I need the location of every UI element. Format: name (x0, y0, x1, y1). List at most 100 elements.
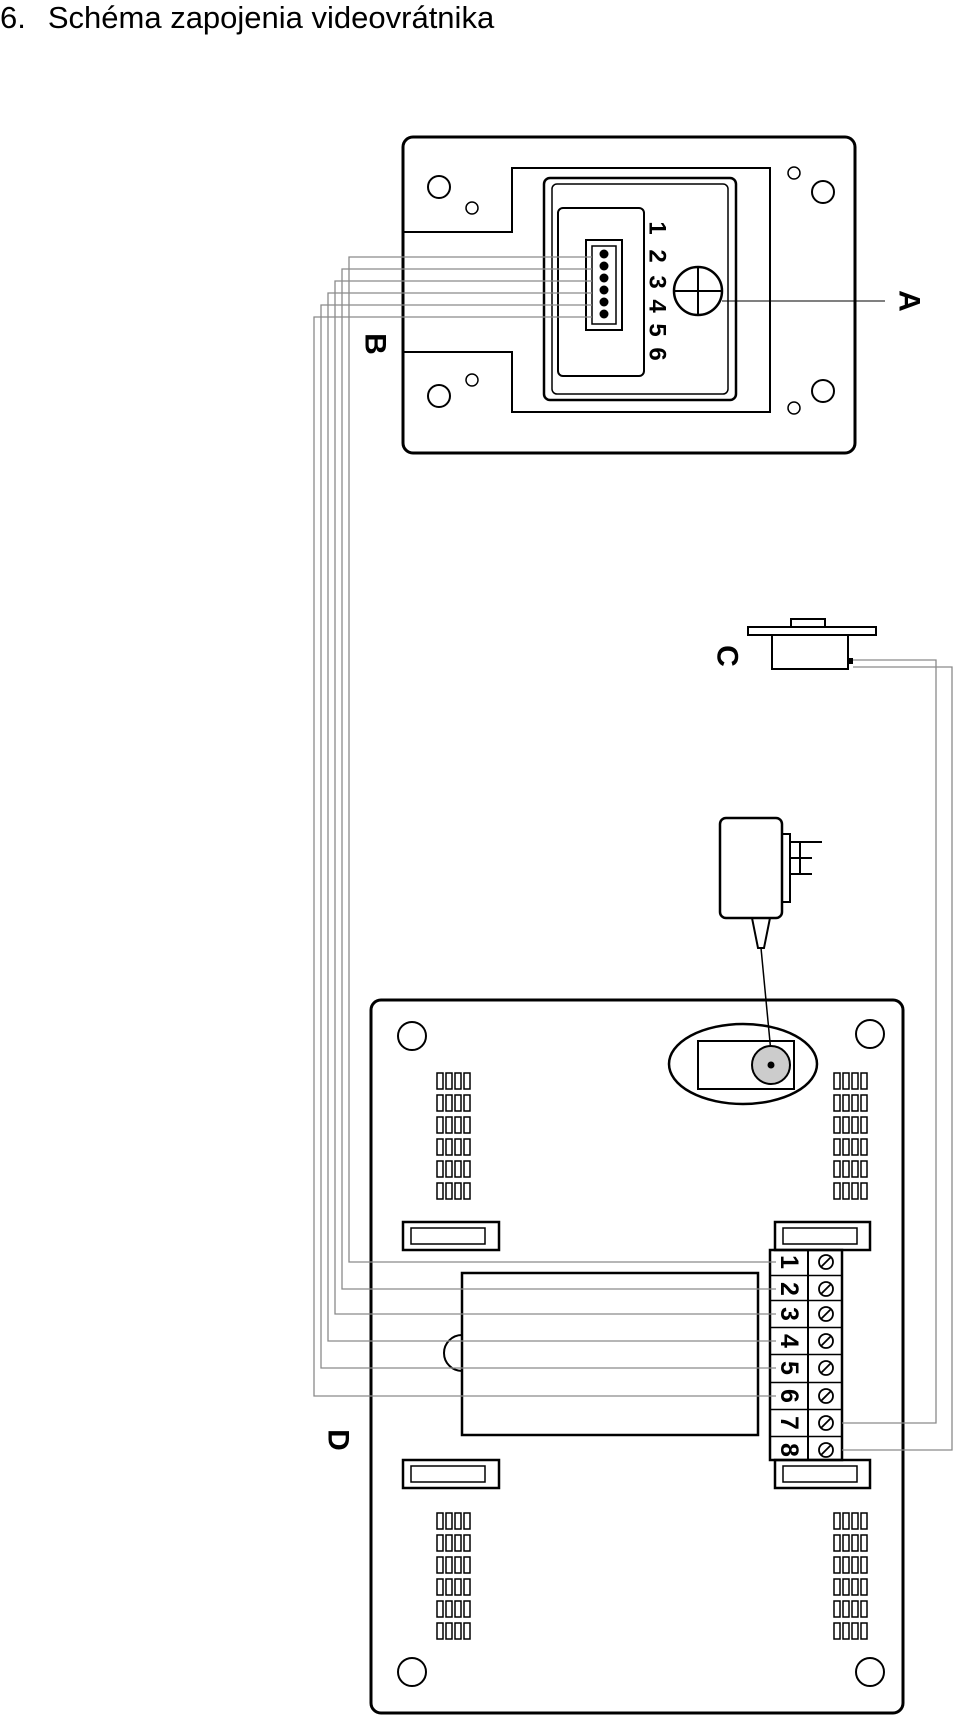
outdoor-unit (401, 135, 885, 455)
wire-lock-b (842, 666, 953, 1451)
grille-slot (833, 1534, 841, 1552)
wire-pin-1 (348, 256, 776, 1263)
grille-slot (860, 1138, 868, 1156)
mounting-slot (401, 1458, 501, 1490)
wiring (313, 256, 953, 1451)
grille-slot (445, 1160, 453, 1178)
grille-slot (842, 1578, 850, 1596)
grille-slot (851, 1600, 859, 1618)
lock-terminal (848, 658, 853, 664)
grille-slot (445, 1094, 453, 1112)
grille-slot (842, 1160, 850, 1178)
terminal-number: 2 (775, 1282, 803, 1296)
grille-slot (842, 1622, 850, 1640)
grille-slot (463, 1072, 471, 1090)
grille-slot (860, 1622, 868, 1640)
terminal-screw (818, 1442, 834, 1458)
grille-slot (463, 1578, 471, 1596)
mounting-slot (401, 1220, 501, 1252)
grille-slot (851, 1138, 859, 1156)
grille-slot (445, 1600, 453, 1618)
grille-slot (842, 1072, 850, 1090)
outdoor-unit-board (557, 207, 645, 377)
terminal-screw (818, 1254, 834, 1270)
lock-body (771, 634, 849, 670)
grille-slot (454, 1094, 462, 1112)
wire-lock-a (842, 659, 937, 1424)
connector-pin-number: 6 (644, 347, 671, 360)
grille-slot (436, 1160, 444, 1178)
grille-slot (436, 1182, 444, 1200)
grille-slot (445, 1138, 453, 1156)
terminal-number: 3 (775, 1307, 803, 1321)
terminal-number: 1 (775, 1255, 803, 1269)
wire-pin-5 (320, 304, 776, 1369)
section-heading: 6.Schéma zapojenia videovrátnika (0, 0, 494, 36)
grille-slot (860, 1534, 868, 1552)
terminal-screw (818, 1333, 834, 1349)
pin-header-pins (599, 249, 609, 319)
grille-slot (860, 1160, 868, 1178)
grille-slot (454, 1578, 462, 1596)
grille-slot (851, 1094, 859, 1112)
adapter-base (781, 833, 791, 903)
power-adapter (718, 816, 822, 1064)
grille-slot (842, 1138, 850, 1156)
grille-slot (833, 1138, 841, 1156)
grille-slot (833, 1556, 841, 1574)
grille-slot (842, 1600, 850, 1618)
grille-slot (454, 1182, 462, 1200)
grille-slot (463, 1622, 471, 1640)
grille-slot (454, 1534, 462, 1552)
terminal-screw (818, 1306, 834, 1322)
header-pin (599, 309, 609, 319)
grille-slot (463, 1600, 471, 1618)
grille-slot (860, 1556, 868, 1574)
power-jack-socket (667, 1022, 819, 1106)
grille-slot (860, 1094, 868, 1112)
label-c: C (711, 645, 744, 667)
terminal-screw-slot (820, 1444, 832, 1456)
grille-slot (463, 1160, 471, 1178)
pin-header-inner (591, 245, 617, 325)
terminal-screw (818, 1281, 834, 1297)
grille-slot (851, 1578, 859, 1596)
grille-slot (860, 1182, 868, 1200)
grille-slot (445, 1578, 453, 1596)
grille-slot (842, 1534, 850, 1552)
grille-slot (851, 1556, 859, 1574)
mounting-slot-inner (782, 1465, 858, 1483)
grille-slot (463, 1512, 471, 1530)
mounting-slot-inner (410, 1227, 486, 1245)
terminal-screw-slot (820, 1417, 832, 1429)
mounting-slot (773, 1458, 872, 1490)
grille-slot (851, 1072, 859, 1090)
grille-slot (851, 1622, 859, 1640)
outdoor-unit-housing (403, 167, 771, 413)
grille-slot (860, 1072, 868, 1090)
grille-slot (833, 1116, 841, 1134)
label-a: A (893, 290, 926, 312)
indoor-monitor (369, 998, 905, 1715)
grille-slot (463, 1534, 471, 1552)
terminal-number: 8 (775, 1443, 803, 1457)
grille-slot (445, 1556, 453, 1574)
grille-slot (454, 1512, 462, 1530)
grille-slot (454, 1160, 462, 1178)
terminal-screw-slot (820, 1308, 832, 1320)
monitor-screen (460, 1271, 760, 1437)
terminal-screw (818, 1360, 834, 1376)
pin-header (585, 239, 623, 331)
grille-slot (445, 1534, 453, 1552)
grille-slot (463, 1182, 471, 1200)
grille-slot (436, 1512, 444, 1530)
grille-slot (445, 1072, 453, 1090)
grille-slot (436, 1534, 444, 1552)
header-pin (599, 285, 609, 295)
wire-pin-3 (334, 280, 776, 1315)
grille-slot (833, 1094, 841, 1112)
grille-slot (463, 1116, 471, 1134)
terminal-screw (818, 1388, 834, 1404)
monitor-mount-hole (855, 1019, 885, 1049)
grille-slot (833, 1578, 841, 1596)
